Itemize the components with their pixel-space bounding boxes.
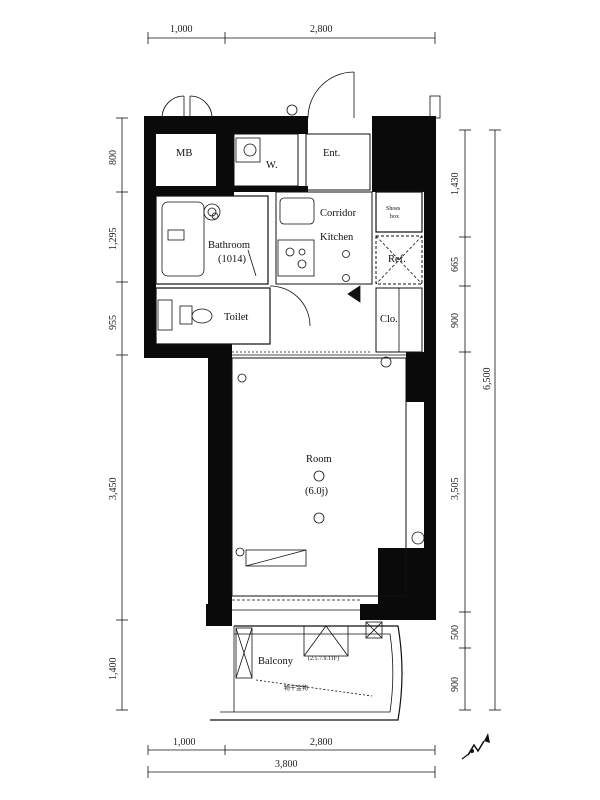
dim-top-1: 1,000 xyxy=(170,24,193,35)
label-bathroom: Bathroom xyxy=(208,240,250,251)
label-refrigerator: Ref. xyxy=(388,254,406,265)
walls xyxy=(144,116,436,626)
label-toilet: Toilet xyxy=(224,312,248,323)
dim-right-3: 900 xyxy=(450,313,461,328)
dim-bottom-total: 3,800 xyxy=(275,759,298,770)
bottom-dimension: 1,000 2,800 3,800 xyxy=(147,737,436,778)
room-labels: MB W. Ent. Corridor Shoes box Kitchen Ba… xyxy=(176,148,406,692)
dim-left-4: 3,450 xyxy=(108,478,119,501)
label-balcony-note: (2.5.7.9.11F) xyxy=(308,655,339,662)
dim-left-2: 1,295 xyxy=(108,228,119,251)
dim-right-4: 3,505 xyxy=(450,478,461,501)
dim-right-6: 900 xyxy=(450,677,461,692)
north-arrow-icon xyxy=(461,733,490,760)
label-shoes-box-2: box xyxy=(390,214,399,220)
dim-left-3: 955 xyxy=(108,315,119,330)
label-closet: Clo. xyxy=(380,314,398,325)
dim-right-5: 500 xyxy=(450,625,461,640)
dim-right-1: 1,430 xyxy=(450,173,461,196)
label-mb: MB xyxy=(176,148,192,159)
dim-bottom-1: 1,000 xyxy=(173,737,196,748)
label-kitchen: Kitchen xyxy=(320,232,354,243)
left-dimension: 800 1,295 955 3,450 1,400 xyxy=(108,117,128,711)
label-room: Room xyxy=(306,454,332,465)
dim-left-5: 1,400 xyxy=(108,658,119,681)
dim-right-2: 665 xyxy=(450,257,461,272)
dim-right-total: 6,500 xyxy=(482,368,493,391)
label-shoes-box-1: Shoes xyxy=(386,206,401,212)
right-dimension: 1,430 665 900 3,505 500 900 6,500 xyxy=(450,129,501,711)
label-balcony: Balcony xyxy=(258,656,294,667)
dim-bottom-2: 2,800 xyxy=(310,737,333,748)
dim-left-1: 800 xyxy=(108,150,119,165)
interior-lines xyxy=(155,71,441,721)
top-dimension: 1,000 2,800 xyxy=(147,24,436,44)
label-wash: W. xyxy=(266,160,278,171)
label-bathroom-size: (1014) xyxy=(218,254,246,265)
label-corridor: Corridor xyxy=(320,208,357,219)
label-room-size: (6.0j) xyxy=(305,486,329,497)
dim-top-2: 2,800 xyxy=(310,24,333,35)
label-balcony-note2: 物干金物 xyxy=(284,684,308,692)
label-entrance: Ent. xyxy=(323,148,340,159)
